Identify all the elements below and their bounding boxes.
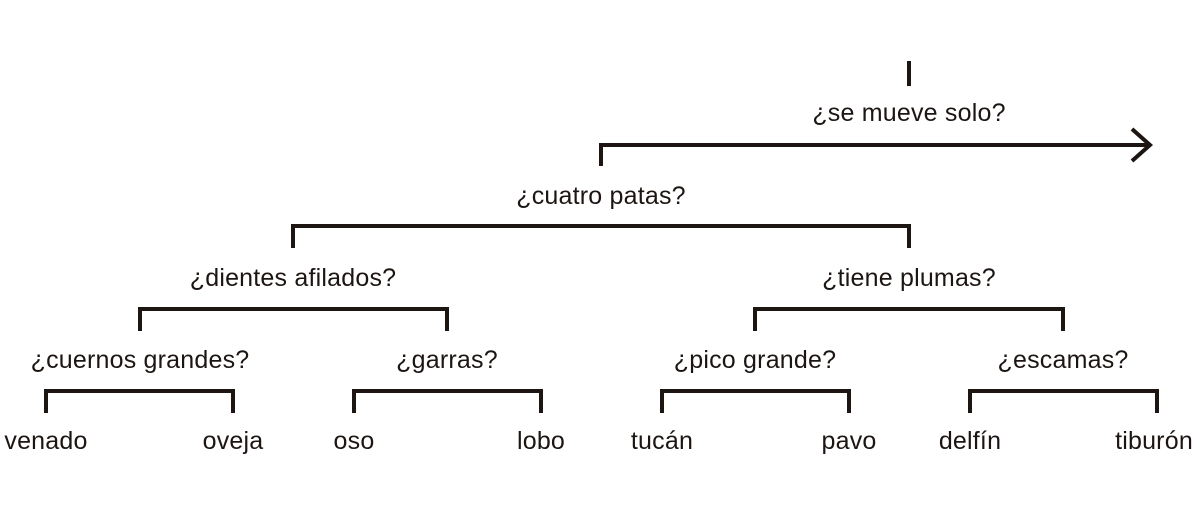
question-cuernos-grandes: ¿cuernos grandes? — [30, 346, 250, 374]
leaf-oveja: oveja — [202, 427, 264, 455]
leaf-oso: oso — [333, 427, 375, 455]
q1-bracket — [291, 224, 911, 248]
root-bracket — [599, 143, 1148, 166]
q3-bracket — [753, 307, 1065, 331]
question-pico-grande: ¿pico grande? — [673, 346, 837, 374]
q2-bracket — [138, 307, 449, 331]
q7-bracket — [968, 389, 1159, 413]
leaf-tucan: tucán — [630, 427, 694, 455]
leaf-tiburon: tiburón — [1115, 427, 1193, 455]
question-escamas: ¿escamas? — [997, 346, 1129, 374]
q6-bracket — [660, 389, 851, 413]
root-arrow-head — [1130, 127, 1154, 163]
question-dientes-afilados: ¿dientes afilados? — [189, 264, 397, 292]
question-cuatro-patas: ¿cuatro patas? — [516, 182, 686, 210]
question-garras: ¿garras? — [396, 346, 498, 374]
leaf-delfin: delfín — [938, 427, 1002, 455]
leaf-lobo: lobo — [516, 427, 566, 455]
leaf-venado: venado — [4, 427, 88, 455]
question-se-mueve-solo: ¿se mueve solo? — [812, 99, 1006, 127]
q5-bracket — [352, 389, 543, 413]
q4-bracket — [44, 389, 235, 413]
leaf-pavo: pavo — [821, 427, 877, 455]
question-tiene-plumas: ¿tiene plumas? — [822, 264, 996, 292]
